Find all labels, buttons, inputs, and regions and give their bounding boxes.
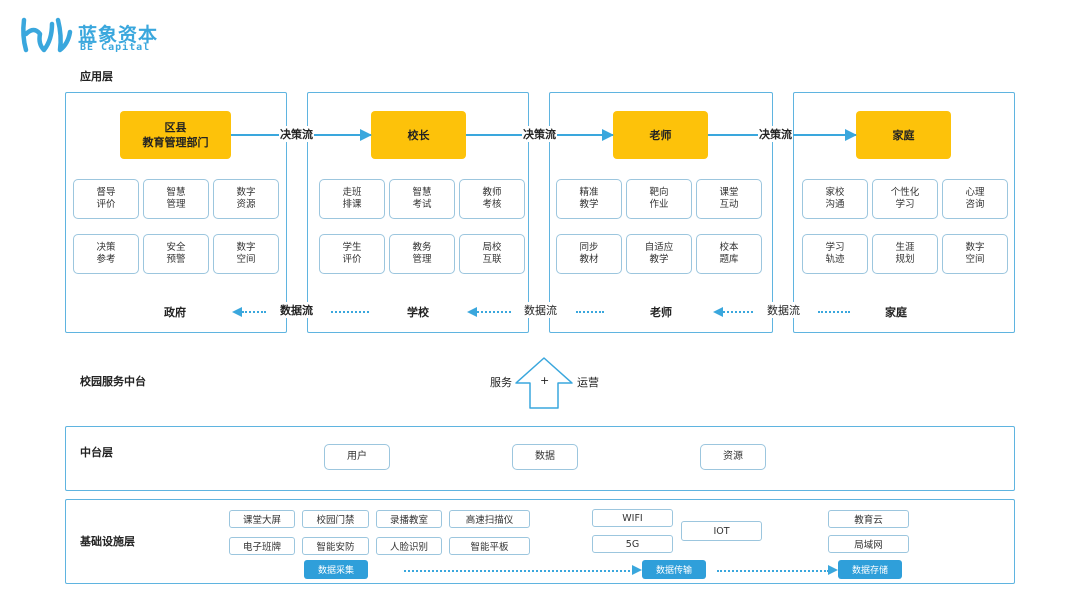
arrow-right-icon [845, 129, 857, 141]
item-bureau-school-link: 局校 互联 [459, 234, 525, 274]
decision-flow-label-3: 决策流 [758, 126, 793, 142]
panel-label-government: 政府 [164, 306, 186, 319]
middle-item-user: 用户 [324, 444, 390, 470]
infra-campus-gate: 校园门禁 [302, 510, 369, 528]
decision-flow-label-1: 决策流 [279, 126, 314, 142]
data-flow-dots-2a [477, 311, 511, 313]
layer-label-service-center: 校园服务中台 [80, 375, 146, 388]
arrow-right-icon [360, 129, 372, 141]
data-flow-dots-1a [242, 311, 266, 313]
item-career-planning: 生涯 规划 [872, 234, 938, 274]
data-flow-label-3: 数据流 [766, 302, 801, 318]
item-adaptive-teaching: 自适应 教学 [626, 234, 692, 274]
arrow-left-icon [467, 307, 477, 317]
header-district-education: 区县 教育管理部门 [120, 111, 231, 159]
infra-iot: IOT [681, 521, 762, 541]
infra-education-cloud: 教育云 [828, 510, 909, 528]
arrow-right-icon [632, 565, 642, 575]
infra-face-recognition: 人脸识别 [376, 537, 442, 555]
arrow-up-icon [515, 357, 573, 409]
infra-smart-security: 智能安防 [302, 537, 369, 555]
item-psychological-counseling: 心理 咨询 [942, 179, 1008, 219]
item-digital-space: 数字 空间 [213, 234, 279, 274]
data-flow-label-1: 数据流 [279, 302, 314, 318]
data-collection-badge: 数据采集 [304, 560, 368, 579]
item-digital-resources: 数字 资源 [213, 179, 279, 219]
item-home-school-communication: 家校 沟通 [802, 179, 868, 219]
plus-label: + [540, 374, 550, 387]
infra-recording-classroom: 录播教室 [376, 510, 442, 528]
item-personalized-learning: 个性化 学习 [872, 179, 938, 219]
header-principal: 校长 [371, 111, 466, 159]
data-flow-dots-3a [723, 311, 753, 313]
service-label: 服务 [490, 376, 512, 389]
item-teacher-assessment: 教师 考核 [459, 179, 525, 219]
data-flow-dots-1b [331, 311, 369, 313]
arrow-right-icon [602, 129, 614, 141]
item-digital-space-family: 数字 空间 [942, 234, 1008, 274]
item-smart-management: 智慧 管理 [143, 179, 209, 219]
decision-flow-label-2: 决策流 [522, 126, 557, 142]
data-flow-label-2: 数据流 [523, 302, 558, 318]
arrow-left-icon [713, 307, 723, 317]
item-precise-teaching: 精准 教学 [556, 179, 622, 219]
logo-text-cn: 蓝象资本 [78, 24, 159, 46]
infra-wifi: WIFI [592, 509, 673, 527]
arrow-left-icon [232, 307, 242, 317]
data-flow-dots-2b [576, 311, 604, 313]
data-storage-badge: 数据存储 [838, 560, 902, 579]
infra-dots-2 [717, 570, 829, 572]
layer-label-infra: 基础设施层 [80, 535, 135, 548]
logo-icon [21, 17, 73, 53]
operation-label: 运营 [577, 376, 599, 389]
infra-smart-tablet: 智能平板 [449, 537, 530, 555]
header-teacher: 老师 [613, 111, 708, 159]
item-learning-trajectory: 学习 轨迹 [802, 234, 868, 274]
item-classroom-interaction: 课堂 互动 [696, 179, 762, 219]
arrow-right-icon [828, 565, 838, 575]
item-targeted-homework: 靶向 作业 [626, 179, 692, 219]
item-student-evaluation: 学生 评价 [319, 234, 385, 274]
panel-label-teacher: 老师 [650, 306, 672, 319]
infra-electronic-board: 电子班牌 [229, 537, 295, 555]
layer-label-middle: 中台层 [80, 446, 113, 459]
middle-item-data: 数据 [512, 444, 578, 470]
item-smart-exam: 智慧 考试 [389, 179, 455, 219]
middle-item-resource: 资源 [700, 444, 766, 470]
item-decision-reference: 决策 参考 [73, 234, 139, 274]
data-flow-dots-3b [818, 311, 850, 313]
panel-label-family: 家庭 [885, 306, 907, 319]
layer-label-application: 应用层 [80, 70, 113, 83]
data-transfer-badge: 数据传输 [642, 560, 706, 579]
infra-5g: 5G [592, 535, 673, 553]
item-class-scheduling: 走班 排课 [319, 179, 385, 219]
item-sync-textbook: 同步 教材 [556, 234, 622, 274]
header-family: 家庭 [856, 111, 951, 159]
infra-dots-1 [404, 570, 634, 572]
item-safety-warning: 安全 预警 [143, 234, 209, 274]
infra-high-speed-scanner: 高速扫描仪 [449, 510, 530, 528]
logo-text-en: BE Capital [80, 42, 151, 53]
infra-classroom-screen: 课堂大屏 [229, 510, 295, 528]
panel-label-school: 学校 [407, 306, 429, 319]
item-school-question-bank: 校本 题库 [696, 234, 762, 274]
infra-lan: 局域网 [828, 535, 909, 553]
item-academic-affairs: 教务 管理 [389, 234, 455, 274]
item-supervision-evaluation: 督导 评价 [73, 179, 139, 219]
